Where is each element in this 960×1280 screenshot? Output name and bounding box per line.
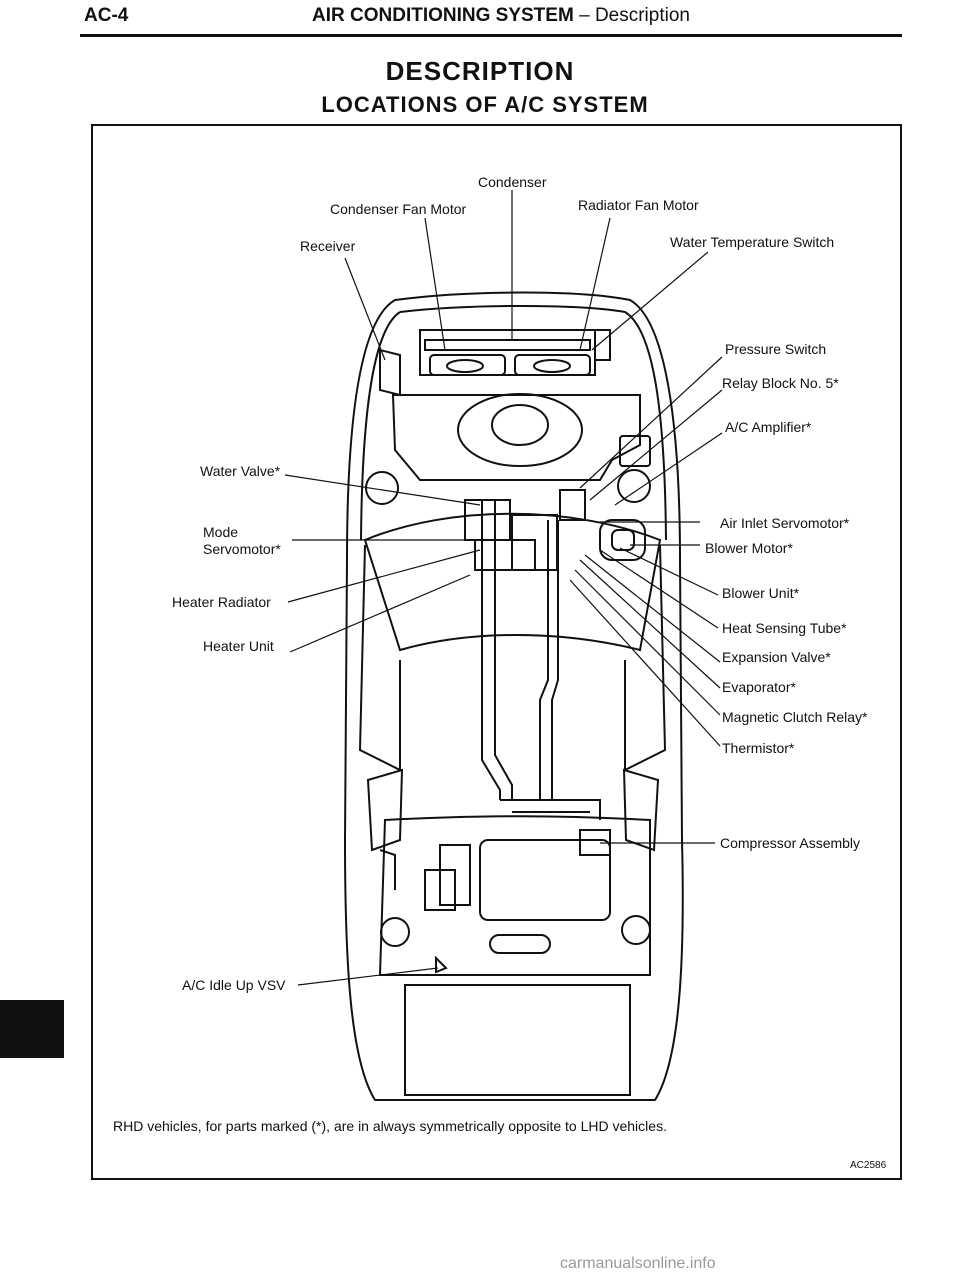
callout-labels: Condenser Condenser Fan Motor Radiator F…: [172, 174, 868, 993]
label-heater-radiator: Heater Radiator: [172, 594, 271, 610]
label-receiver: Receiver: [300, 238, 356, 254]
label-condenser-fan-motor: Condenser Fan Motor: [330, 201, 467, 217]
subsection-title: Description: [594, 5, 690, 26]
thumb-index-tab: [0, 1000, 64, 1058]
label-condenser: Condenser: [478, 174, 547, 190]
watermark: carmanualsonline.info: [560, 1255, 716, 1272]
label-expansion-valve: Expansion Valve*: [722, 649, 831, 665]
label-mode-servomotor-1: Mode: [203, 524, 238, 540]
label-compressor-assembly: Compressor Assembly: [720, 835, 860, 851]
vehicle-outline: [343, 291, 684, 1101]
header-rule: [80, 34, 902, 37]
section-title: AIR CONDITIONING SYSTEM: [312, 5, 574, 26]
page-subtitle: LOCATIONS OF A/C SYSTEM: [321, 92, 649, 117]
label-pressure-switch: Pressure Switch: [725, 341, 826, 357]
label-magnetic-clutch-relay: Magnetic Clutch Relay*: [722, 709, 868, 725]
label-evaporator: Evaporator*: [722, 679, 796, 695]
label-blower-motor: Blower Motor*: [705, 540, 793, 556]
running-head: AIR CONDITIONING SYSTEM – Description: [312, 5, 690, 27]
label-heat-sensing-tube: Heat Sensing Tube*: [722, 620, 847, 636]
label-water-temperature-switch: Water Temperature Switch: [670, 234, 834, 250]
label-ac-idle-up-vsv: A/C Idle Up VSV: [182, 977, 286, 993]
label-air-inlet-servomotor: Air Inlet Servomotor*: [720, 515, 850, 531]
page-code: AC-4: [84, 5, 129, 26]
label-thermistor: Thermistor*: [722, 740, 795, 756]
figure-frame: [91, 124, 902, 1180]
label-mode-servomotor-2: Servomotor*: [203, 541, 281, 557]
header-separator: –: [579, 5, 590, 26]
figure-code: AC2586: [850, 1160, 887, 1171]
footnote: RHD vehicles, for parts marked (*), are …: [113, 1118, 667, 1134]
label-water-valve: Water Valve*: [200, 463, 281, 479]
leader-lines: [284, 190, 723, 986]
label-heater-unit: Heater Unit: [203, 638, 274, 654]
label-blower-unit: Blower Unit*: [722, 585, 800, 601]
label-relay-block: Relay Block No. 5*: [722, 375, 839, 391]
label-radiator-fan-motor: Radiator Fan Motor: [578, 197, 699, 213]
label-ac-amplifier: A/C Amplifier*: [725, 419, 812, 435]
page-title: DESCRIPTION: [385, 56, 575, 86]
